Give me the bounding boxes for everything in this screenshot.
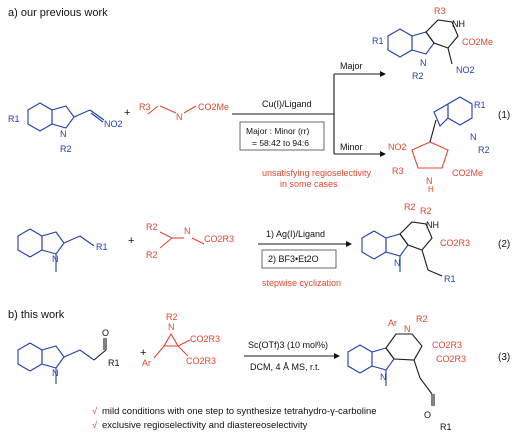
ketimine-co2r3: CO2R3	[204, 234, 234, 244]
r2-step1: 1) Ag(I)/Ligand	[266, 229, 325, 239]
minor-no2: NO2	[388, 142, 407, 152]
section-a-title: a) our previous work	[8, 7, 108, 19]
r2p-co2r3: CO2R3	[440, 238, 470, 248]
minor-product	[411, 96, 473, 169]
reaction1-arrows	[232, 71, 386, 157]
enone-n: N	[52, 368, 59, 378]
minor-nh: N	[426, 176, 433, 186]
co2me-label: CO2Me	[198, 102, 229, 112]
eq-number-1: (1)	[498, 110, 510, 121]
aziridine-ar: Ar	[142, 358, 151, 368]
r1-label: R1	[8, 114, 20, 124]
benefit-text-1: mild conditions with one step to synthes…	[102, 406, 377, 417]
ketimine-n: N	[184, 226, 191, 236]
ketimine-r2-top: R2	[146, 222, 158, 232]
benefit-text-2: exclusive regioselectivity and diastereo…	[102, 420, 308, 431]
section-b-title: b) this work	[8, 309, 65, 321]
ketimine-r2-bottom: R2	[146, 250, 158, 260]
r3p-r1: R1	[440, 422, 452, 432]
n-label: N	[60, 129, 67, 139]
r3p-n: N	[404, 324, 411, 334]
aziridine-co2r3-b: CO2R3	[186, 356, 216, 366]
r2-step2: 2) BF3•Et2O	[268, 254, 319, 264]
r3p-ar: Ar	[388, 318, 397, 328]
r2p-n: N	[394, 258, 401, 268]
major-r1: R1	[372, 36, 384, 46]
r1-ratio-line1: Major : Minor (rr)	[246, 126, 309, 136]
eq-number-2: (2)	[498, 239, 510, 250]
minor-r3: R3	[392, 166, 404, 176]
r2p-r1: R1	[444, 274, 456, 284]
r2-indole-r1: R1	[96, 242, 108, 252]
r3-label: R3	[139, 102, 151, 112]
r1-catalyst: Cu(I)/Ligand	[262, 99, 312, 109]
ketimine-ester	[159, 231, 205, 249]
r3p-co2r3-a: CO2R3	[432, 340, 462, 350]
minor-r1: R1	[474, 100, 486, 110]
r2p-nh: NH	[426, 220, 439, 230]
r3-conditions: DCM, 4 Å MS, r.t.	[250, 362, 320, 372]
major-nh: NH	[452, 19, 465, 29]
r1-note-1: unsatisfying regioselectivity	[262, 168, 372, 178]
minor-co2me: CO2Me	[452, 168, 483, 178]
r2-step2-box	[261, 249, 337, 269]
major-n: N	[420, 58, 427, 68]
n-label-imine: N	[176, 112, 183, 122]
r3p-co2r3-b: CO2R3	[436, 354, 466, 364]
enone-r1: R1	[108, 358, 120, 368]
r2p-r2b: R2	[420, 206, 432, 216]
benefit-check-2: √	[92, 420, 98, 431]
major-r3: R3	[434, 6, 446, 16]
minor-h: H	[428, 185, 434, 194]
reaction3-arrow	[244, 353, 340, 359]
enone-indole	[17, 338, 107, 384]
minor-r2: R2	[478, 145, 490, 155]
vinyl-indole-r2	[17, 228, 95, 272]
major-product	[387, 19, 459, 65]
eq-number-3: (3)	[498, 352, 510, 363]
major-r2: R2	[412, 71, 424, 81]
major-label: Major	[340, 61, 363, 71]
r1-note-2: in some cases	[280, 179, 338, 189]
r3-catalyst: Sc(OTf)3 (10 mol%)	[248, 340, 328, 350]
aziridine-diester	[153, 332, 191, 359]
r2-note: stepwise cyclization	[262, 278, 341, 288]
minor-n: N	[470, 132, 477, 142]
aziridine-n: N	[168, 322, 175, 332]
aziridine-r2: R2	[166, 312, 178, 322]
r3-product	[347, 333, 435, 406]
plus-sign-3: +	[140, 347, 146, 359]
r3p-r2: R2	[416, 314, 428, 324]
reaction2-arrow	[258, 241, 352, 247]
plus-sign-2: +	[128, 235, 134, 247]
r2-indole-n: N	[52, 254, 59, 264]
r2-product	[361, 221, 443, 277]
r3p-o: O	[424, 410, 431, 420]
plus-sign: +	[124, 107, 130, 119]
r2-label: R2	[60, 144, 72, 154]
minor-label: Minor	[340, 142, 363, 152]
imino-ester	[147, 105, 197, 115]
major-co2me: CO2Me	[462, 37, 493, 47]
r3p-indole-n: N	[380, 372, 387, 382]
aziridine-co2r3-a: CO2R3	[190, 334, 220, 344]
benefit-check-1: √	[92, 406, 98, 417]
enone-o: O	[102, 328, 109, 338]
r1-ratio-line2: = 58:42 to 94:6	[252, 138, 309, 148]
no2-label: NO2	[104, 119, 123, 129]
r1-ratio-box	[239, 121, 325, 151]
major-no2: NO2	[456, 65, 475, 75]
r2p-r2a: R2	[404, 202, 416, 212]
nitrovinyl-indole	[27, 102, 105, 132]
